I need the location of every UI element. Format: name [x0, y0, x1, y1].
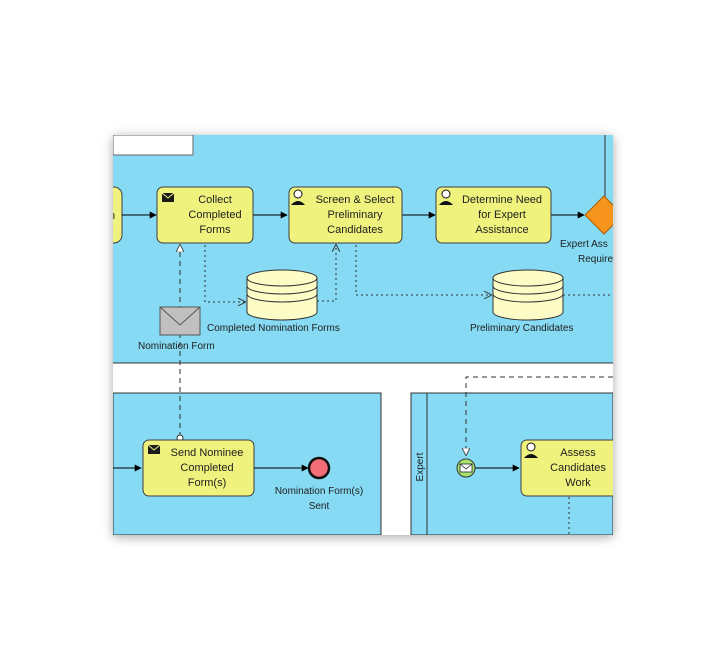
user-icon — [524, 442, 538, 458]
svg-text:Preliminary: Preliminary — [327, 209, 383, 221]
end-event-label-2: Sent — [309, 501, 330, 512]
svg-text:Screen & Select: Screen & Select — [316, 194, 395, 206]
svg-text:Form(s): Form(s) — [188, 477, 227, 489]
task-collect-completed-forms[interactable]: Collect Completed Forms — [156, 186, 254, 244]
truncated-marker: ... — [127, 528, 136, 535]
svg-text:Forms: Forms — [199, 224, 231, 236]
svg-text:Determine Need: Determine Need — [462, 194, 542, 206]
svg-text:Candidates: Candidates — [327, 224, 383, 236]
task-assess-candidates[interactable]: Assess Candidates Work — [520, 439, 613, 497]
exclusive-gateway[interactable] — [584, 195, 613, 235]
gateway-label-line1: Expert Ass — [560, 239, 608, 250]
gateway-label-line2: Require — [578, 254, 613, 265]
nomination-form-message[interactable] — [159, 306, 201, 336]
end-event[interactable] — [307, 456, 331, 480]
data-store-completed-forms[interactable] — [246, 269, 318, 321]
lane-label-expert: Expert — [415, 452, 426, 481]
diagram-viewport: Expert n n Collect Completed Forms Scree… — [113, 135, 613, 535]
svg-text:Assess: Assess — [560, 447, 596, 459]
bpmn-diagram: Expert n n Collect Completed Forms Scree… — [113, 135, 613, 535]
svg-text:Candidates: Candidates — [550, 462, 606, 474]
svg-text:for Expert: for Expert — [478, 209, 526, 221]
task-screen-select[interactable]: Screen & Select Preliminary Candidates — [288, 186, 403, 244]
task-send-nominee-forms[interactable]: Send Nominee Completed Form(s) — [142, 439, 255, 497]
user-icon — [439, 189, 453, 205]
data-store-preliminary-candidates[interactable] — [492, 269, 564, 321]
task-determine-need[interactable]: Determine Need for Expert Assistance — [435, 186, 552, 244]
svg-text:Completed: Completed — [188, 209, 241, 221]
pool-header-box — [113, 135, 194, 156]
data-store-preliminary-label: Preliminary Candidates — [470, 323, 573, 334]
svg-text:Collect: Collect — [198, 194, 232, 206]
envelope-icon — [147, 444, 161, 454]
svg-text:Completed: Completed — [180, 462, 233, 474]
user-icon — [291, 189, 305, 205]
data-store-completed-forms-label: Completed Nomination Forms — [207, 323, 340, 334]
end-event-label-1: Nomination Form(s) — [275, 486, 363, 497]
message-start-event[interactable] — [456, 458, 476, 478]
svg-text:Send Nominee: Send Nominee — [171, 447, 244, 459]
svg-text:Assistance: Assistance — [475, 224, 528, 236]
envelope-icon — [161, 192, 175, 202]
partial-task-label: n — [113, 210, 115, 222]
nomination-form-label: Nomination Form — [138, 341, 215, 352]
svg-text:Work: Work — [565, 477, 591, 489]
